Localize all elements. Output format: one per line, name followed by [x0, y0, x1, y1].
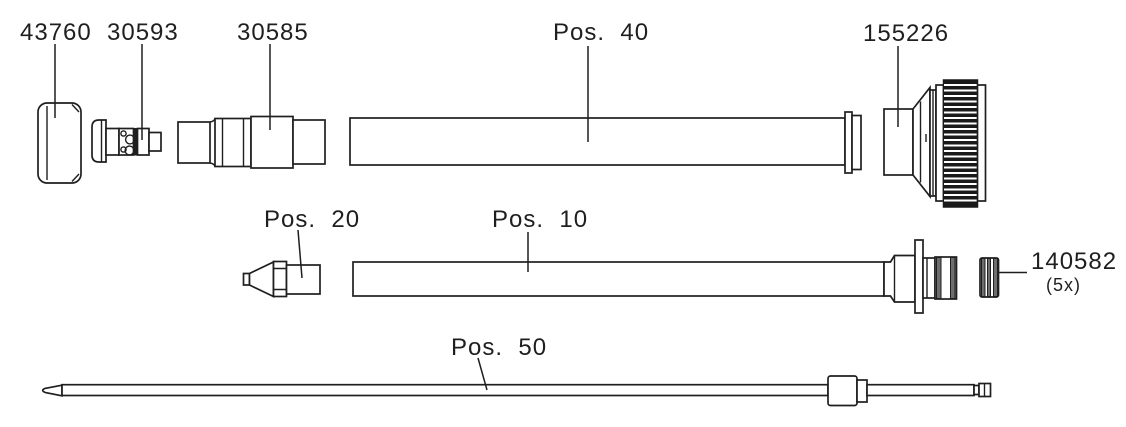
label-30593: 30593 [107, 19, 179, 46]
part-valve-30593 [91, 119, 162, 163]
inner-tube-collar [883, 254, 916, 303]
outer-tube-shaft [349, 117, 846, 166]
nozzle-band-tabs [273, 267, 287, 291]
connector-left-cylinder [177, 121, 211, 164]
part-inner-tube-pos-10 [352, 239, 958, 314]
inner-tube-shaft [352, 261, 885, 297]
label-pos-20: Pos. 20 [264, 206, 361, 233]
nozzle-tip-end [242, 272, 251, 286]
head-cone-steps [919, 101, 927, 183]
eyecup-chamfers [71, 104, 80, 182]
rod-shaft-long [61, 383, 829, 397]
connector-mid-section [214, 117, 252, 168]
rod-step [856, 379, 868, 403]
leader-lines [54, 44, 1027, 391]
rod-block [827, 375, 858, 407]
label-pos-10: Pos. 10 [492, 206, 589, 233]
nozzle-cone [248, 260, 275, 298]
leader-pos-50 [477, 357, 488, 391]
part-eyecup-43760 [37, 102, 82, 184]
label-43760: 43760 [20, 19, 92, 46]
label-30585: 30585 [237, 19, 309, 46]
rod-tip [41, 384, 63, 397]
nozzle-band [272, 260, 288, 298]
seal-rib-1 [981, 258, 986, 297]
luer-rib-right [950, 257, 956, 299]
valve-end-cylinder [148, 131, 162, 152]
head-knurled-band [942, 79, 979, 208]
head-white-ring-right [976, 84, 987, 202]
label-pos-50: Pos. 50 [451, 334, 548, 361]
seal-rib-3 [993, 258, 998, 297]
valve-block [136, 127, 150, 156]
part-connector-30585 [177, 115, 326, 169]
luer-rib-left [936, 257, 942, 299]
head-knurl-ridges [944, 84, 977, 202]
nozzle-cylinder [285, 264, 321, 295]
part-nozzle-tip-pos-20 [242, 260, 321, 298]
seal-rib-2 [987, 258, 991, 297]
outer-tube-flange [844, 111, 853, 174]
outer-tube-end-cap [851, 114, 862, 171]
rod-shaft-short [866, 383, 975, 397]
label-155226: 155226 [863, 20, 950, 47]
part-seal-140582 [979, 257, 1000, 298]
leader-pos-20 [297, 229, 303, 279]
label-pos-40: Pos. 40 [553, 19, 650, 46]
connector-main-block [250, 115, 294, 169]
eyecup-body [37, 102, 82, 184]
valve-hole-small-top [120, 130, 127, 137]
label-140582: 140582 [1031, 248, 1118, 275]
valve-hole-small-bottom [120, 146, 127, 153]
inner-tube-flange-plate [914, 239, 924, 314]
label-140582-qty: (5x) [1046, 275, 1081, 295]
connector-right-cylinder [292, 119, 326, 165]
inner-tube-neck [922, 257, 936, 299]
head-white-ring-left [935, 84, 945, 202]
part-rod-pos-50 [41, 375, 992, 407]
head-cone [912, 85, 931, 199]
valve-neck [105, 127, 120, 156]
part-knurled-head-155226 [883, 79, 987, 208]
valve-flange [91, 119, 107, 163]
part-outer-tube-pos-40 [349, 111, 862, 174]
